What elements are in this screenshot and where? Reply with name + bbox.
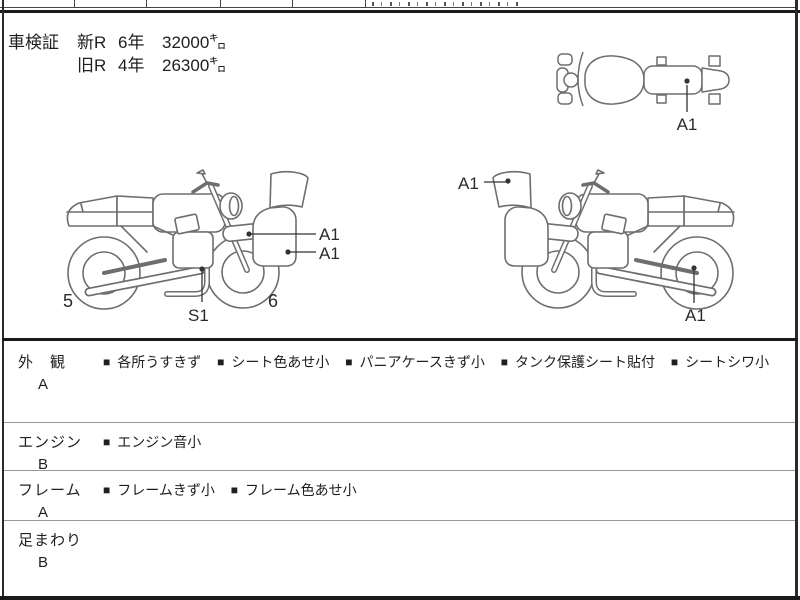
condition-item: ■パニアケースきず小 [345, 354, 485, 370]
callout-dot [684, 78, 690, 84]
mileage-value: 26300㌔ [162, 56, 227, 75]
condition-items [103, 521, 795, 595]
strip-divider [146, 0, 147, 7]
panel-number-6-label: 6 [268, 291, 278, 311]
condition-item: ■各所うすきず [103, 354, 202, 370]
condition-item: ■フレームきず小 [103, 482, 215, 498]
condition-table-top-border [2, 338, 798, 341]
category-grade: A [38, 504, 49, 521]
shaken-row-old: 旧R 4年 26300㌔ [77, 54, 226, 77]
square-bullet-icon: ■ [217, 355, 225, 369]
condition-items: ■フレームきず小 ■フレーム色あせ小 [103, 471, 795, 520]
category-name: 外 観 [18, 354, 67, 371]
era-label: 旧R [77, 56, 107, 75]
condition-item: ■フレーム色あせ小 [230, 482, 357, 498]
strip-divider [220, 0, 221, 7]
sheet-left-border [2, 0, 4, 600]
shaken-label: 車検証 [8, 33, 59, 52]
condition-row-engine: エンジン B ■エンジン音小 [4, 422, 795, 473]
shaken-row-new: 新R 6年 32000㌔ [77, 31, 226, 54]
damage-code-a1-label: A1 [458, 174, 479, 193]
shaken-section: 車検証 新R 6年 32000㌔ 旧R 4年 26300㌔ [8, 31, 226, 77]
strip-divider [292, 0, 293, 7]
callout-dots [199, 231, 291, 272]
condition-item: ■シートシワ小 [670, 354, 770, 370]
damage-code-s1-label: S1 [188, 306, 209, 325]
category-grade: B [38, 456, 49, 473]
category-name: 足まわり [18, 532, 83, 549]
sheet-right-border [795, 0, 798, 600]
condition-items: ■各所うすきず ■シート色あせ小 ■パニアケースきず小 ■タンク保護シート貼付 … [103, 341, 795, 422]
square-bullet-icon: ■ [103, 435, 111, 449]
condition-items: ■エンジン音小 [103, 423, 795, 470]
clipped-text-fragments [372, 2, 522, 6]
strip-bottom-line [0, 7, 797, 8]
square-bullet-icon: ■ [500, 355, 508, 369]
motorcycle-side-drawing-mirrored [492, 170, 734, 309]
strip-divider [74, 0, 75, 7]
square-bullet-icon: ■ [103, 355, 111, 369]
motorcycle-side-drawing [67, 170, 279, 309]
sheet-top-border [0, 10, 800, 13]
category-grade: A [38, 376, 49, 393]
square-bullet-icon: ■ [230, 483, 238, 497]
square-bullet-icon: ■ [103, 483, 111, 497]
damage-code-a1-label: A1 [685, 306, 706, 325]
panel-number-5-label: 5 [63, 291, 73, 311]
era-label: 新R [77, 33, 107, 52]
condition-row-undercarriage: 足まわり B [4, 520, 795, 595]
damage-code-a1-label: A1 [319, 225, 340, 244]
shaken-rows: 新R 6年 32000㌔ 旧R 4年 26300㌔ [77, 31, 226, 77]
square-bullet-icon: ■ [345, 355, 353, 369]
year-value: 6年 [118, 33, 145, 52]
condition-table: 外 観 A ■各所うすきず ■シート色あせ小 ■パニアケースきず小 ■タンク保護… [4, 341, 795, 595]
condition-row-frame: フレーム A ■フレームきず小 ■フレーム色あせ小 [4, 470, 795, 521]
condition-item: ■タンク保護シート貼付 [500, 354, 655, 370]
condition-item: ■エンジン音小 [103, 434, 202, 450]
callout-leader-lines [484, 181, 695, 303]
category-grade: B [38, 554, 49, 571]
motorcycle-top-view-diagram: A1 [556, 51, 730, 134]
year-value: 4年 [118, 56, 145, 75]
strip-divider [365, 0, 366, 7]
motorcycle-left-side-diagram: 5 S1 6 A1 A1 [55, 170, 340, 325]
category-name: エンジン [18, 434, 83, 451]
callout-leader-lines [201, 233, 316, 302]
callout-dots [505, 178, 697, 271]
motorcycle-right-side-diagram: A1 A1 [458, 170, 780, 325]
condition-row-exterior: 外 観 A ■各所うすきず ■シート色あせ小 ■パニアケースきず小 ■タンク保護… [4, 341, 795, 422]
category-name: フレーム [18, 482, 82, 499]
condition-item: ■シート色あせ小 [217, 354, 330, 370]
square-bullet-icon: ■ [670, 355, 679, 369]
sheet-bottom-border [0, 596, 800, 600]
damage-code-a1-label: A1 [677, 115, 698, 134]
motorcycle-top-drawing [556, 51, 730, 107]
damage-code-a1-label: A1 [319, 244, 340, 263]
mileage-value: 32000㌔ [162, 33, 227, 52]
